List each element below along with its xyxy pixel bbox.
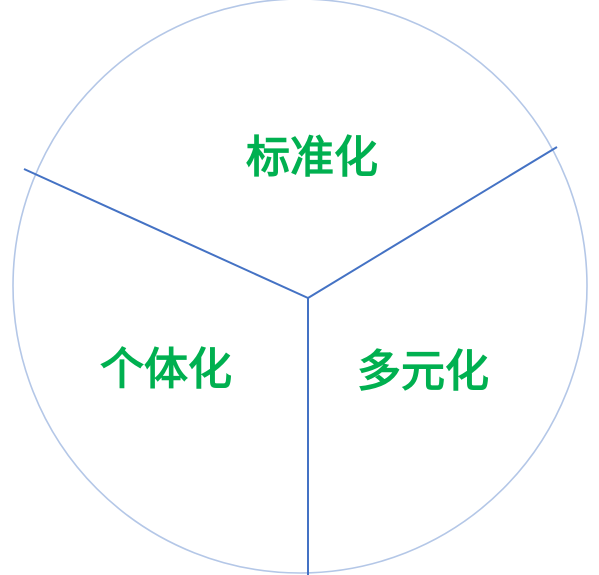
segment-label-diversification: 多元化 (357, 346, 489, 397)
outer-circle (12, 0, 588, 574)
segment-label-individualization: 个体化 (100, 344, 232, 395)
segment-label-standardization: 标准化 (246, 132, 378, 183)
divider-left (23, 168, 309, 299)
divider-right (307, 146, 558, 299)
